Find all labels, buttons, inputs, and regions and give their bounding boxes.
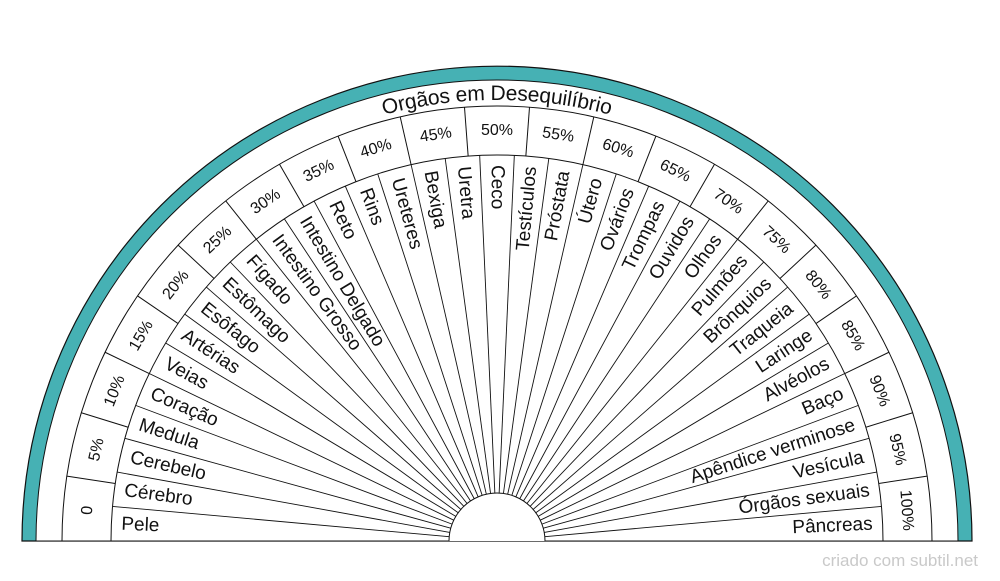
organ-divider xyxy=(544,471,877,533)
organ-band-edge xyxy=(110,154,884,542)
organ-label: Uretra xyxy=(453,166,479,221)
percent-divider xyxy=(399,116,412,165)
percent-divider xyxy=(463,107,469,157)
organ-divider xyxy=(537,342,829,517)
organ-divider xyxy=(444,158,492,494)
organ-divider xyxy=(184,313,459,514)
organ-divider xyxy=(283,218,471,502)
percent-divider xyxy=(865,412,913,428)
organ-divider xyxy=(532,286,788,510)
organ-divider xyxy=(117,471,450,533)
percent-divider xyxy=(177,244,215,279)
organ-divider xyxy=(529,261,765,507)
organ-divider xyxy=(377,173,483,496)
organ-divider xyxy=(124,437,451,529)
percent-divider xyxy=(844,351,890,374)
organ-divider xyxy=(511,173,617,496)
organ-divider xyxy=(507,164,584,495)
organ-label: Pele xyxy=(121,514,160,537)
percent-label: 5% xyxy=(86,436,108,462)
organ-divider xyxy=(255,238,468,504)
percent-divider xyxy=(582,116,595,165)
percent-divider xyxy=(737,200,769,240)
percent-divider xyxy=(81,412,129,428)
chart-bands xyxy=(21,65,973,542)
percent-label: 55% xyxy=(541,124,575,146)
organ-divider xyxy=(526,238,739,504)
organ-label: Ceco xyxy=(487,165,508,209)
center-hub xyxy=(448,492,546,542)
percent-divider xyxy=(689,164,715,207)
percent-label: 100% xyxy=(896,489,916,531)
organ-divider xyxy=(112,505,450,538)
percent-label: 95% xyxy=(885,432,909,467)
organ-divider xyxy=(149,373,454,521)
percent-divider xyxy=(525,107,531,157)
percent-divider xyxy=(815,295,857,324)
percent-divider xyxy=(66,475,116,484)
percent-divider xyxy=(337,135,357,182)
divider-lines xyxy=(22,107,972,542)
organ-divider xyxy=(498,155,515,494)
organ-divider xyxy=(540,373,845,521)
organ-divider xyxy=(313,200,475,499)
organ-divider xyxy=(523,218,711,502)
percent-divider xyxy=(637,135,657,182)
credit-text: criado com subtil.net xyxy=(822,551,978,570)
organ-divider xyxy=(544,505,882,538)
organ-divider xyxy=(410,164,487,495)
percent-label: 0 xyxy=(79,505,97,515)
percent-divider xyxy=(878,475,928,484)
percent-label: 50% xyxy=(481,122,513,139)
percent-divider xyxy=(137,295,179,324)
organ-divider xyxy=(344,185,479,498)
organ-divider xyxy=(535,313,810,514)
percent-label: 45% xyxy=(419,124,453,146)
organ-divider xyxy=(515,185,650,498)
organ-divider xyxy=(165,342,457,517)
organ-label: Pâncreas xyxy=(792,514,873,539)
organ-divider xyxy=(541,404,859,525)
organ-divider xyxy=(543,437,870,529)
organ-divider xyxy=(479,155,496,494)
organ-divider xyxy=(135,404,453,525)
organ-divider xyxy=(206,286,462,510)
percent-divider xyxy=(104,351,150,374)
percent-band xyxy=(61,105,933,542)
organ-divider xyxy=(229,261,465,507)
organ-divider xyxy=(502,158,550,494)
organ-divider xyxy=(519,200,681,499)
percent-divider xyxy=(779,244,817,279)
percent-divider xyxy=(225,200,257,240)
percent-divider xyxy=(279,164,305,207)
